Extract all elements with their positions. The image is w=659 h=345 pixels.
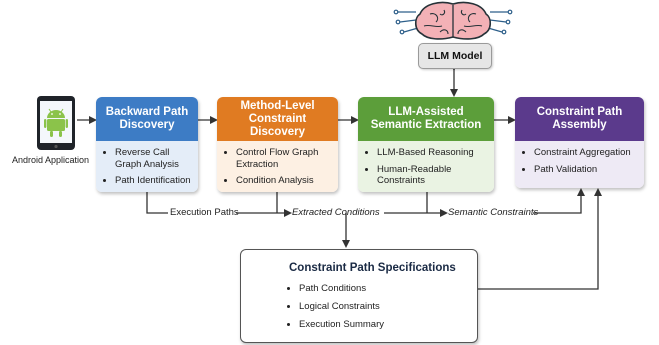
llm-model-box: LLM Model — [418, 43, 492, 69]
stage-body: Control Flow Graph Extraction Condition … — [217, 141, 338, 192]
execution-paths-label: Execution Paths — [170, 207, 239, 218]
stage-title: LLM-Assisted Semantic Extraction — [358, 97, 494, 141]
stage-method-level-constraint-discovery: Method-Level Constraint Discovery Contro… — [217, 97, 338, 192]
stage-body: LLM-Based Reasoning Human-Readable Const… — [358, 141, 494, 192]
stage-title: Backward Path Discovery — [96, 97, 198, 141]
spec-title: Constraint Path Specifications — [289, 262, 456, 274]
stage-item: Constraint Aggregation — [534, 147, 638, 159]
spec-item: Execution Summary — [299, 319, 384, 330]
stage-item: Human-Readable Constraints — [377, 164, 488, 187]
stage-item: Path Validation — [534, 164, 638, 176]
extracted-conditions-label: Extracted Conditions — [292, 207, 380, 218]
brain-icon — [393, 1, 513, 40]
android-application-label: Android Application — [12, 155, 90, 165]
stage-title: Method-Level Constraint Discovery — [217, 97, 338, 141]
stage-llm-assisted-semantic-extraction: LLM-Assisted Semantic Extraction LLM-Bas… — [358, 97, 494, 192]
stage-backward-path-discovery: Backward Path Discovery Reverse Call Gra… — [96, 97, 198, 192]
stage-item: Control Flow Graph Extraction — [236, 147, 332, 170]
stage-item: Reverse Call Graph Analysis — [115, 147, 192, 170]
stage-body: Constraint Aggregation Path Validation — [515, 141, 644, 188]
llm-model-label: LLM Model — [427, 50, 483, 62]
stage-constraint-path-assembly: Constraint Path Assembly Constraint Aggr… — [515, 97, 644, 188]
stage-item: Path Identification — [115, 175, 192, 187]
spec-item: Logical Constraints — [299, 301, 384, 312]
android-phone-icon — [37, 96, 75, 150]
stage-title: Constraint Path Assembly — [515, 97, 644, 141]
semantic-constraints-label: Semantic Constraints — [448, 207, 539, 218]
constraint-path-specifications-box: Constraint Path Specifications Path Cond… — [240, 249, 478, 343]
stage-item: Condition Analysis — [236, 175, 332, 187]
stage-item: LLM-Based Reasoning — [377, 147, 488, 159]
spec-item: Path Conditions — [299, 283, 384, 294]
stage-body: Reverse Call Graph Analysis Path Identif… — [96, 141, 198, 192]
